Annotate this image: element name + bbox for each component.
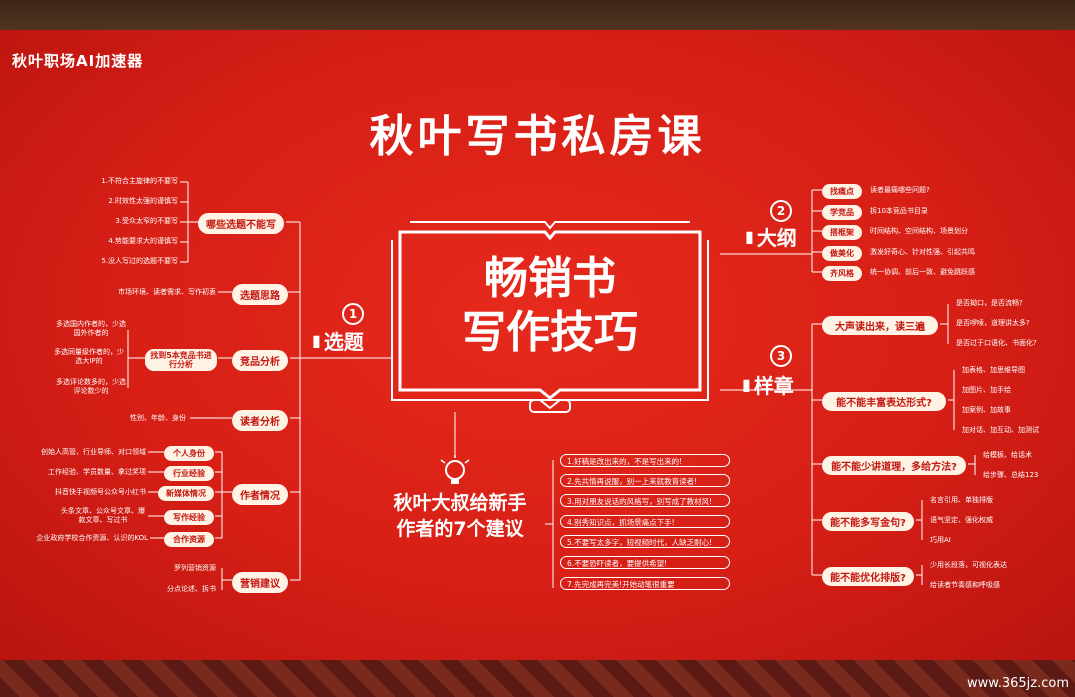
center-title-line2: 写作技巧: [462, 307, 638, 358]
topic-thinking-note: 市场环境、读者需求、写作初衷: [118, 288, 216, 296]
watermark: www.365jz.com: [967, 676, 1069, 691]
main-title: 秋叶写书私房课: [369, 111, 706, 162]
sample-group-4-pill: 能不能多写金句?: [822, 512, 914, 531]
sample-g4-item-2: 语气坚定、强化权威: [930, 516, 993, 524]
topic-readers-pill: 读者分析: [232, 410, 288, 431]
branch-topic-label: 选题: [323, 330, 364, 354]
brand-logo-text: 秋叶职场AI加速器: [12, 52, 144, 70]
topic-thinking-pill: 选题思路: [232, 284, 288, 305]
branch-number-3: 3: [770, 345, 792, 367]
author-tag-1: 个人身份: [164, 446, 214, 461]
advice-title-line1: 秋叶大叔给新手: [393, 492, 527, 514]
author-tag-5: 合作资源: [164, 532, 214, 547]
outline-tag-4: 做美化: [822, 246, 862, 261]
book-icon: ▮: [742, 375, 751, 394]
sample-g4-item-3: 巧用AI: [930, 536, 951, 544]
advice-title: 秋叶大叔给新手 作者的7个建议: [365, 490, 555, 542]
sample-g2-item-1: 加表格、加思维导图: [962, 366, 1025, 374]
center-title-line1: 畅销书: [484, 253, 616, 304]
outline-tag-1: 找痛点: [822, 184, 862, 199]
branch-outline: ▮大纲: [745, 222, 797, 251]
branch-number-2: 2: [770, 200, 792, 222]
author-tag-3: 新媒体情况: [158, 486, 214, 501]
topic-competitors-pill: 竞品分析: [232, 350, 288, 371]
sample-group-2-pill: 能不能丰富表达形式?: [822, 392, 946, 411]
marketing-item-2: 分点论述、拆书: [167, 585, 216, 593]
branch-number-1: 1: [342, 303, 364, 325]
outline-note-2: 拆10本竞品书目录: [870, 207, 928, 215]
advice-title-line2: 作者的7个建议: [396, 518, 524, 540]
no-write-item-4: 4.势能要求大的谨慎写: [108, 237, 178, 245]
light-bulb-icon: [440, 455, 470, 484]
author-tag-2: 行业经验: [164, 466, 214, 481]
no-write-item-5: 5.没人写过的选题不要写: [101, 257, 178, 265]
sample-g5-item-1: 少用长段落，可视化表达: [930, 561, 1007, 569]
author-tag-4: 写作经验: [164, 510, 214, 525]
outline-note-1: 读者最痛哪些问题?: [870, 186, 930, 194]
sample-g2-item-4: 加对话、加互动、加测试: [962, 426, 1039, 434]
sample-group-1-pill: 大声读出来，读三遍: [822, 316, 938, 335]
competitors-item-1: 多选国内作者的，少选国外作者的: [56, 320, 126, 337]
outline-tag-2: 学竞品: [822, 205, 862, 220]
sample-g1-item-2: 是否啰嗦，道理讲太多?: [956, 319, 1030, 327]
advice-item-4: 4.别秀知识点，抓场景痛点下手!: [560, 515, 730, 528]
competitors-center-pill: 找到5本竞品书进行分析: [145, 349, 217, 371]
sample-g1-item-3: 是否过于口语化、书面化?: [956, 339, 1037, 347]
advice-item-3: 3.用对朋友说话的风格写，别写成了教材风!: [560, 494, 730, 507]
topic-readers-note: 性别、年龄、身份: [130, 414, 186, 422]
branch-topic: ▮选题: [312, 326, 364, 355]
competitors-item-2: 多选同量级作者的，少选大IP的: [54, 348, 124, 365]
outline-note-4: 激发好奇心、针对性强、引起共鸣: [870, 248, 975, 256]
author-note-5: 企业政府学校合作资源、认识的KOL: [36, 534, 148, 542]
topic-marketing-pill: 营销建议: [232, 572, 288, 593]
branch-outline-label: 大纲: [756, 226, 797, 250]
sample-g1-item-1: 是否拗口，是否流畅?: [956, 299, 1023, 307]
no-write-item-2: 2.时效性太强的谨慎写: [108, 197, 178, 205]
outline-tag-5: 齐风格: [822, 266, 862, 281]
outline-note-5: 统一协调、前后一致、避免跳跃感: [870, 268, 975, 276]
sample-g5-item-2: 给读者节奏感和呼吸感: [930, 581, 1000, 589]
branch-sample: ▮样章: [742, 370, 794, 399]
advice-item-7: 7.先完成再完美!开始动笔很重要: [560, 577, 730, 590]
sample-g3-item-1: 给模板、给话术: [983, 451, 1032, 459]
no-write-item-3: 3.受众太窄的不要写: [115, 217, 178, 225]
no-write-item-1: 1.不符合主旋律的不要写: [101, 177, 178, 185]
red-poster-board: [0, 30, 1075, 662]
sample-g3-item-2: 给步骤、总结123: [983, 471, 1039, 479]
marketing-item-1: 罗列营销资源: [174, 564, 216, 572]
sample-g2-item-2: 加图片、加手绘: [962, 386, 1011, 394]
advice-item-5: 5.不要写太多字，短视频时代，人缺乏耐心!: [560, 535, 730, 548]
book-icon: ▮: [745, 227, 754, 246]
topic-author-pill: 作者情况: [232, 484, 288, 505]
advice-item-2: 2.先共情再说服，别一上来就教育读者!: [560, 474, 730, 487]
outline-note-3: 时间结构、空间结构、场景划分: [870, 227, 968, 235]
author-note-2: 工作经验、学员数量、拿过奖项: [48, 468, 146, 476]
outline-tag-3: 搭框架: [822, 225, 862, 240]
sample-g4-item-1: 名言引用、单独排版: [930, 496, 993, 504]
author-note-4: 头条文章、公众号文章、爆款文章、写过书: [61, 507, 145, 524]
advice-item-1: 1.好稿是改出来的，不是写出来的!: [560, 454, 730, 467]
sample-group-5-pill: 能不能优化排版?: [822, 567, 914, 586]
author-note-3: 抖音快手视频号公众号小红书: [55, 488, 146, 496]
book-icon: ▮: [312, 331, 321, 350]
branch-sample-label: 样章: [753, 374, 794, 398]
author-note-1: 创始人高管、行业导师、对口领域: [41, 448, 146, 456]
sample-g2-item-3: 加案例、加故事: [962, 406, 1011, 414]
sample-group-3-pill: 能不能少讲道理，多给方法?: [822, 456, 966, 475]
advice-item-6: 6.不要恐吓读者，要提供希望!: [560, 556, 730, 569]
topic-no-write-pill: 哪些选题不能写: [198, 213, 284, 234]
competitors-item-3: 多选评论数多的，少选评论数少的: [56, 378, 126, 395]
background-carpet: [0, 660, 1075, 697]
